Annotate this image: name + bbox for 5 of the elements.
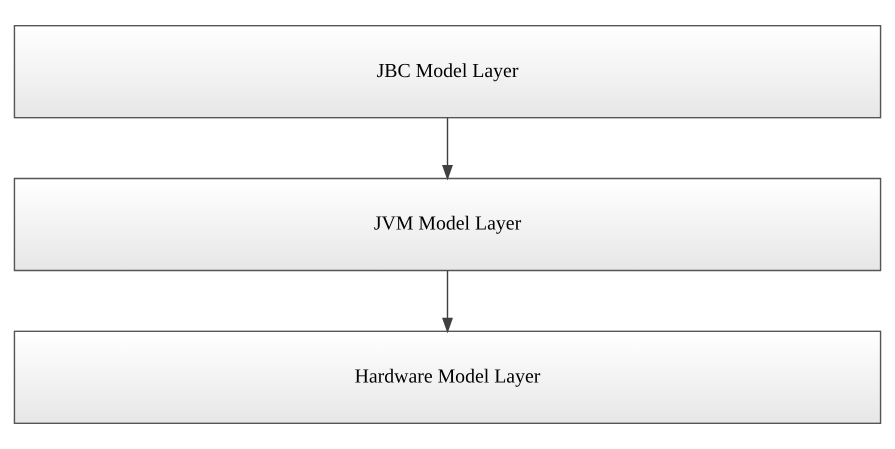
node-box: JBC Model Layer <box>14 24 882 118</box>
arrow <box>442 118 453 181</box>
node-box: Hardware Model Layer <box>14 330 882 424</box>
arrow <box>442 270 453 334</box>
node-box: JVM Model Layer <box>14 178 882 272</box>
